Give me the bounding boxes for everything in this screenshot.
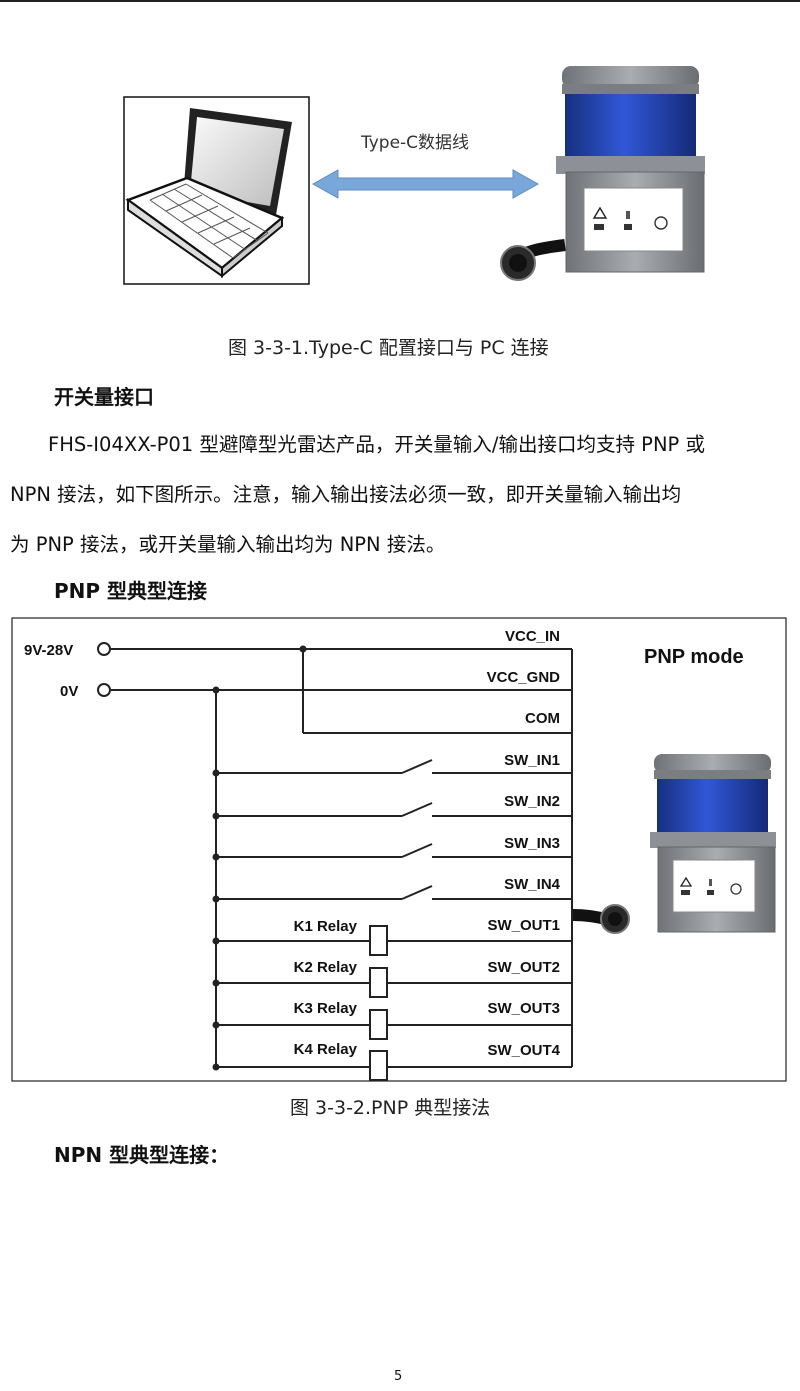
relay-coils xyxy=(369,925,388,1081)
signal-sw-in4: SW_IN4 xyxy=(504,876,561,893)
relay-label-k1: K1 Relay xyxy=(294,918,358,935)
signal-sw-out3: SW_OUT3 xyxy=(487,1000,560,1017)
laptop-icon xyxy=(123,96,310,285)
supply-label-1: 9V-28V xyxy=(24,642,73,659)
relay-label-k4: K4 Relay xyxy=(294,1041,358,1058)
pnp-heading: PNP 型典型连接 xyxy=(54,579,208,603)
signal-sw-in2: SW_IN2 xyxy=(504,793,560,810)
lidar-device-icon xyxy=(500,66,705,281)
figure2-caption: 图 3-3-2.PNP 典型接法 xyxy=(290,1097,491,1119)
paragraph-line-1: FHS-I04XX-P01 型避障型光雷达产品，开关量输入/输出接口均支持 PN… xyxy=(48,433,705,456)
top-rule xyxy=(0,0,800,2)
relay-label-k3: K3 Relay xyxy=(294,1000,358,1017)
terminal-9v xyxy=(97,642,111,656)
terminal-0v xyxy=(97,683,111,697)
npn-heading: NPN 型典型连接： xyxy=(54,1143,230,1167)
signal-com: COM xyxy=(525,710,560,727)
lidar-device-icon-2 xyxy=(650,754,776,933)
supply-label-2: 0V xyxy=(60,683,78,700)
mode-label: PNP mode xyxy=(644,646,744,668)
paragraph-line-3: 为 PNP 接法，或开关量输入输出均为 NPN 接法。 xyxy=(10,533,446,556)
signal-sw-in3: SW_IN3 xyxy=(504,835,560,852)
signal-sw-out4: SW_OUT4 xyxy=(487,1042,560,1059)
relay-label-k2: K2 Relay xyxy=(294,959,358,976)
signal-vcc-gnd: VCC_GND xyxy=(487,669,561,686)
signal-sw-out2: SW_OUT2 xyxy=(487,959,560,976)
signal-sw-in1: SW_IN1 xyxy=(504,752,560,769)
figure1-caption: 图 3-3-1.Type-C 配置接口与 PC 连接 xyxy=(228,337,549,359)
section-heading: 开关量接口 xyxy=(54,385,154,409)
page-number: 5 xyxy=(394,1369,403,1384)
cable-label: Type-C数据线 xyxy=(361,133,470,153)
signal-vcc-in: VCC_IN xyxy=(505,628,560,645)
bidirectional-arrow xyxy=(311,169,540,199)
junction-dots xyxy=(212,645,307,1071)
figure-pnp-schematic: 9V-28V 0V VCC_IN VCC_GND COM SW_IN1 SW_I… xyxy=(11,617,787,1082)
signal-sw-out1: SW_OUT1 xyxy=(487,917,560,934)
figure-pc-connection xyxy=(123,66,705,285)
paragraph-line-2: NPN 接法，如下图所示。注意，输入输出接法必须一致，即开关量输入输出均 xyxy=(10,483,682,506)
